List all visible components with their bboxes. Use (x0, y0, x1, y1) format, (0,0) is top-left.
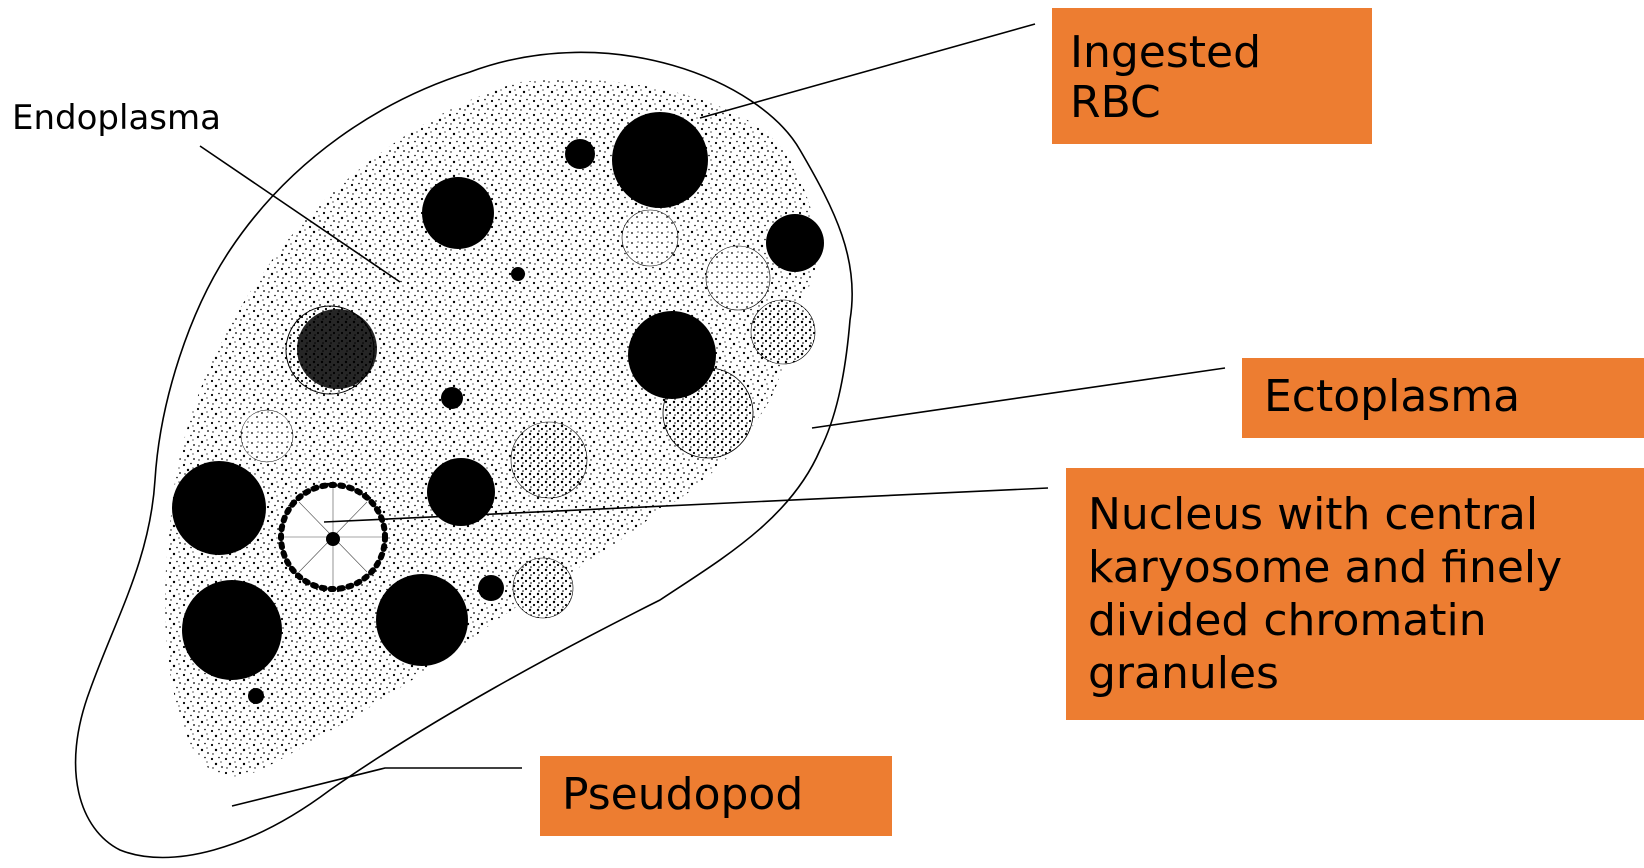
ingested-rbc-label: Ingested RBC (1052, 8, 1372, 144)
ingested-rbc-label-line-1: Ingested (1070, 28, 1354, 78)
ectoplasma-label: Ectoplasma (1242, 358, 1644, 438)
nucleus-label: Nucleus with central karyosome and finel… (1066, 468, 1644, 720)
nucleus-label-line-4: granules (1088, 647, 1626, 700)
nucleus-label-line-2: karyosome and finely (1088, 541, 1626, 594)
ingested-rbc-label-line-2: RBC (1070, 78, 1354, 128)
karyosome (326, 532, 340, 546)
ingested-rbc-leader-line (700, 24, 1035, 118)
endoplasma-label: Endoplasma (12, 98, 221, 138)
nucleus-label-line-3: divided chromatin (1088, 594, 1626, 647)
nucleus (281, 485, 385, 589)
ectoplasma-leader-line (812, 368, 1225, 428)
nucleus-label-line-1: Nucleus with central (1088, 488, 1626, 541)
pseudopod-label: Pseudopod (540, 756, 892, 836)
